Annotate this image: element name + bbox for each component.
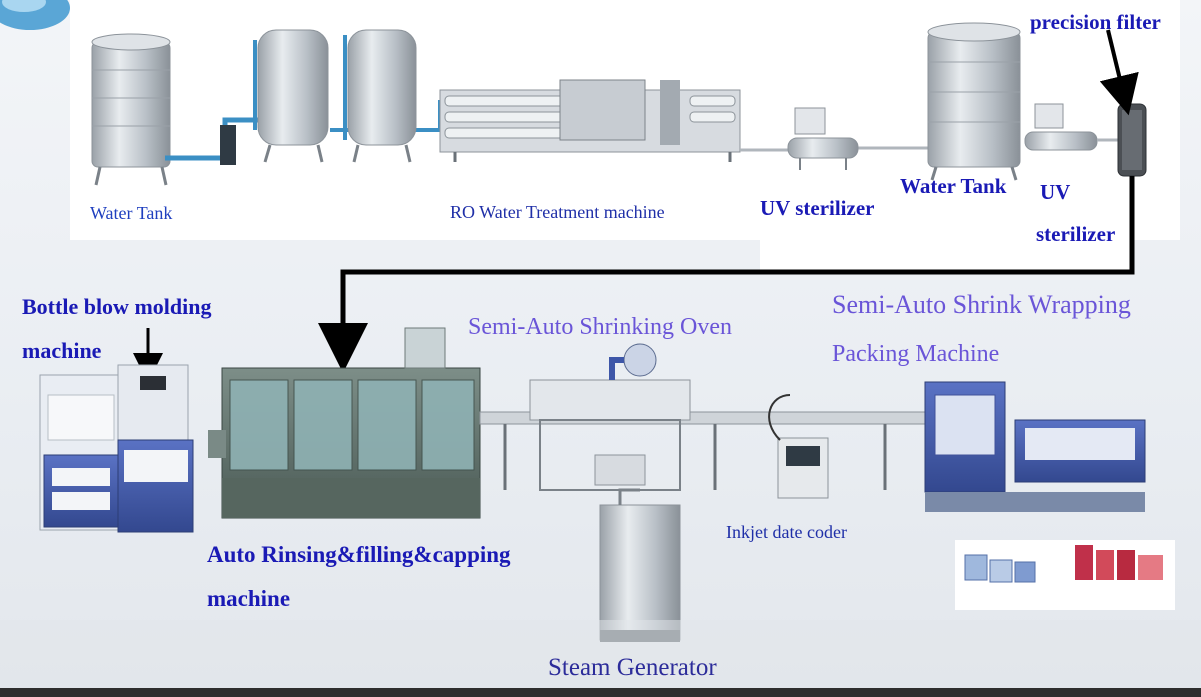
uv-sterilizer-2-label-line1: UV xyxy=(1040,180,1071,204)
water-tank-2-illustration xyxy=(927,22,1021,181)
shrink-wrapping-label-line2: Packing Machine xyxy=(832,341,1000,367)
blow-molding-label-line1: Bottle blow molding xyxy=(22,294,212,319)
ro-machine-illustration xyxy=(439,79,741,162)
uv-sterilizer-1-label: UV sterilizer xyxy=(760,196,875,220)
steam-generator-label: Steam Generator xyxy=(548,654,717,681)
bottom-edge-strip xyxy=(0,688,1201,697)
filling-machine-label-line1: Auto Rinsing&filling&capping xyxy=(207,542,511,567)
uv-sterilizer-2-illustration xyxy=(1024,103,1118,151)
water-tank-2-label: Water Tank xyxy=(900,174,1007,198)
blow-molding-label-line2: machine xyxy=(22,338,102,363)
uv-sterilizer-2-label-line2: sterilizer xyxy=(1036,222,1116,246)
filling-machine-illustration xyxy=(208,327,481,519)
conveyor-illustration xyxy=(479,411,951,490)
inkjet-coder-label: Inkjet date coder xyxy=(726,522,847,542)
flow-connector-arrow xyxy=(318,176,1135,373)
shrink-wrapping-machine-illustration xyxy=(924,381,1146,512)
water-tank-1-illustration xyxy=(91,33,171,186)
filling-machine-label-line2: machine xyxy=(207,586,291,611)
water-tank-1-label: Water Tank xyxy=(90,203,173,223)
precision-filter-illustration xyxy=(1117,103,1147,177)
steam-generator-illustration xyxy=(599,488,681,642)
packaged-bottles-illustration xyxy=(955,540,1175,610)
shrink-wrapping-label-line1: Semi-Auto Shrink Wrapping xyxy=(832,290,1131,319)
ro-machine-label: RO Water Treatment machine xyxy=(450,202,665,222)
precision-filter-label: precision filter xyxy=(1030,10,1161,34)
corner-logo-icon xyxy=(0,0,70,30)
shrinking-oven-label: Semi-Auto Shrinking Oven xyxy=(468,314,732,340)
uv-sterilizer-1-illustration xyxy=(787,107,859,170)
shrinking-oven-illustration xyxy=(529,343,691,491)
precision-filter-arrow xyxy=(1099,29,1139,116)
inkjet-coder-illustration xyxy=(768,394,829,499)
filter-vessels-illustration xyxy=(257,29,417,163)
blow-molding-machine-illustration xyxy=(39,364,194,533)
